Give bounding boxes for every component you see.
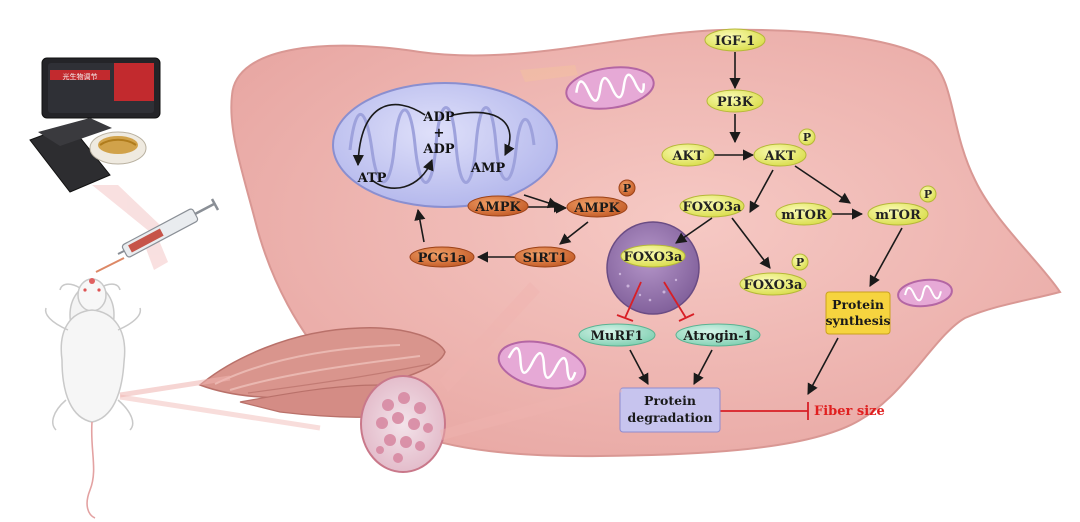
mouse-illustration [44,278,142,519]
box-protein-synthesis: Protein synthesis [825,291,891,335]
svg-text:PI3K: PI3K [717,95,754,110]
node-foxo3a: FOXO3a [679,194,745,218]
svg-text:P: P [796,256,804,269]
svg-text:MuRF1: MuRF1 [591,329,644,344]
node-pcg1a: PCG1a [409,246,475,268]
svg-text:FOXO3a: FOXO3a [744,278,804,293]
svg-text:P: P [623,182,631,195]
svg-text:AMPK: AMPK [474,200,521,215]
node-akt-phospho: AKT P [753,128,816,167]
node-atrogin1: Atrogin-1 [675,323,761,347]
box-protein-degradation: Protein degradation [619,387,721,433]
node-foxo3a-nuclear: FOXO3a [620,244,686,268]
node-mtor: mTOR [775,202,833,226]
small-mitochondrion-top [565,66,655,110]
svg-text:Protein: Protein [832,297,884,312]
svg-text:AMPK: AMPK [573,201,620,216]
amp-label: AMP [470,161,505,176]
small-mitochondrion-right [897,278,953,308]
nucleus [606,221,700,315]
muscle-illustration [119,327,446,473]
svg-text:AKT: AKT [671,149,703,164]
plus-label: + [434,126,445,141]
node-murf1: MuRF1 [578,323,656,347]
device-screen-text: 光生物调节 [63,72,98,81]
node-pi3k: PI3K [706,89,764,113]
svg-text:mTOR: mTOR [781,208,827,223]
device-illustration: 光生物调节 [29,57,161,193]
node-mtor-phospho: mTOR P [867,185,937,226]
svg-text:Protein: Protein [644,393,696,408]
svg-text:P: P [924,188,932,201]
syringe-illustration [95,198,220,273]
pathway-arrows [414,52,903,395]
svg-text:synthesis: synthesis [825,313,890,328]
inhibition-lines [616,281,809,420]
magnify-rays [440,65,622,440]
small-mitochondrion-bottom [497,340,587,390]
svg-text:SIRT1: SIRT1 [523,251,568,266]
mitochondrion [332,82,558,208]
svg-text:IGF-1: IGF-1 [715,34,755,49]
svg-text:P: P [803,131,811,144]
svg-text:degradation: degradation [628,410,713,425]
nucleus-dots [618,272,678,302]
svg-text:PCG1a: PCG1a [418,251,467,266]
node-foxo3a-phospho: FOXO3a P [739,253,809,296]
svg-text:FOXO3a: FOXO3a [624,250,684,265]
fiber-size-label: Fiber size [814,404,885,419]
node-ampk: AMPK [467,195,529,217]
node-sirt1: SIRT1 [514,246,576,268]
svg-text:Atrogin-1: Atrogin-1 [682,329,752,344]
node-ampk-phospho: AMPK P [566,179,636,218]
svg-text:AKT: AKT [763,149,795,164]
svg-text:mTOR: mTOR [875,208,921,223]
svg-text:FOXO3a: FOXO3a [683,200,743,215]
atp-label: ATP [357,171,387,186]
adp-top-label: ADP [422,110,454,125]
adp-bottom-label: ADP [422,142,454,157]
node-igf1: IGF-1 [704,28,766,52]
node-akt: AKT [661,143,715,167]
